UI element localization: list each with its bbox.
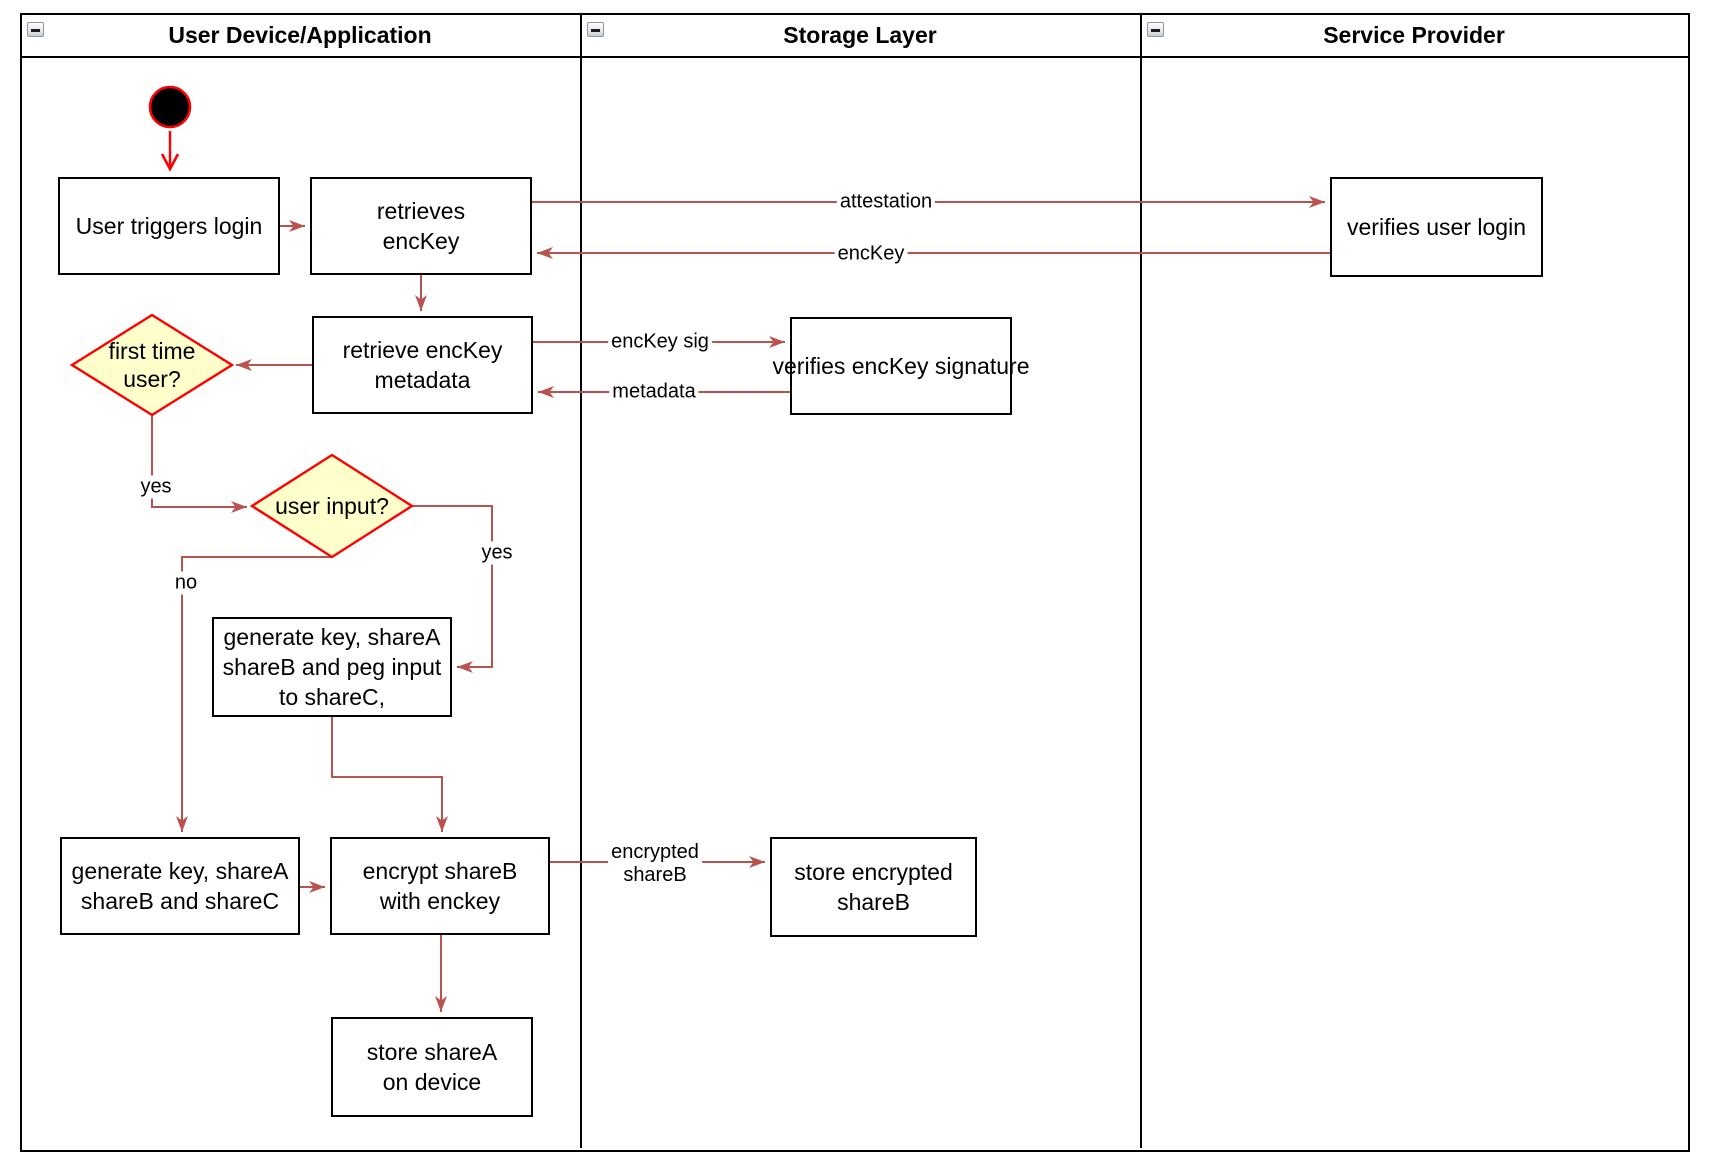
node-store-encrypted-shareb[interactable]: store encrypted shareB (770, 837, 977, 937)
node-generate-key-peg-input[interactable]: generate key, shareA shareB and peg inpu… (212, 617, 452, 717)
edge-label-yes-user-input[interactable]: yes (478, 541, 516, 565)
header-divider (20, 56, 1688, 58)
edge-label-metadata[interactable]: metadata (609, 380, 699, 404)
collapse-icon[interactable] (1147, 22, 1164, 37)
node-user-triggers-login[interactable]: User triggers login (58, 177, 280, 275)
lane-title-user-device[interactable]: User Device/Application (168, 22, 432, 48)
edge-label-no-user-input[interactable]: no (171, 571, 201, 595)
node-generate-key-sharec[interactable]: generate key, shareA shareB and shareC (60, 837, 300, 935)
lane-divider-1 (580, 13, 582, 1148)
edge-label-enckey[interactable]: encKey (834, 242, 908, 266)
start-node[interactable] (148, 85, 192, 129)
edge-label-enckey-sig[interactable]: encKey sig (608, 330, 712, 354)
node-retrieves-enckey[interactable]: retrieves encKey (310, 177, 532, 275)
edge-label-encrypted-shareb[interactable]: encrypted shareB (608, 841, 702, 887)
lane-title-storage-layer[interactable]: Storage Layer (783, 22, 937, 48)
node-retrieve-enckey-metadata[interactable]: retrieve encKey metadata (312, 316, 533, 414)
edge-peg-to-encrypt[interactable] (331, 717, 448, 832)
edge-label-yes-first-time[interactable]: yes (137, 475, 175, 499)
node-store-sharea[interactable]: store shareA on device (331, 1017, 533, 1117)
node-encrypt-shareb[interactable]: encrypt shareB with enckey (330, 837, 550, 935)
decision-first-time-user[interactable] (69, 313, 235, 417)
node-verifies-enckey-signature[interactable]: verifies encKey signature (773, 317, 1029, 415)
lane-title-service-provider[interactable]: Service Provider (1323, 22, 1505, 48)
edge-no-to-generate[interactable] (176, 556, 332, 832)
decision-label-first-time-user[interactable]: first time user? (108, 338, 196, 392)
edge-label-attestation[interactable]: attestation (836, 190, 936, 214)
edge-yes-to-userinput[interactable] (151, 415, 247, 513)
swimlane-frame (20, 13, 1690, 1152)
decision-user-input[interactable] (249, 453, 415, 559)
lane-divider-2 (1140, 13, 1142, 1148)
node-verifies-user-login[interactable]: verifies user login (1330, 177, 1543, 277)
decision-label-user-input[interactable]: user input? (275, 493, 389, 519)
edge-yes-to-peg[interactable] (412, 505, 493, 673)
collapse-icon[interactable] (27, 22, 44, 37)
collapse-icon[interactable] (587, 22, 604, 37)
